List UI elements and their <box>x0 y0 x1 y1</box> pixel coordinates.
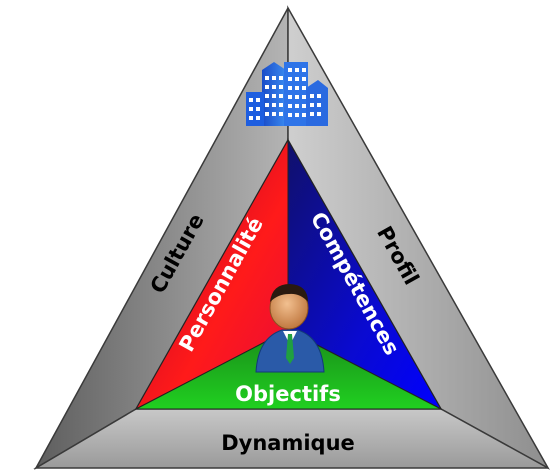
buildings-icon <box>246 62 328 126</box>
businessman-icon <box>255 284 325 373</box>
label-dynamique: Dynamique <box>221 431 355 455</box>
outer-pyramid <box>33 5 550 471</box>
label-objectifs: Objectifs <box>235 382 341 406</box>
inner-triangle <box>134 138 443 411</box>
